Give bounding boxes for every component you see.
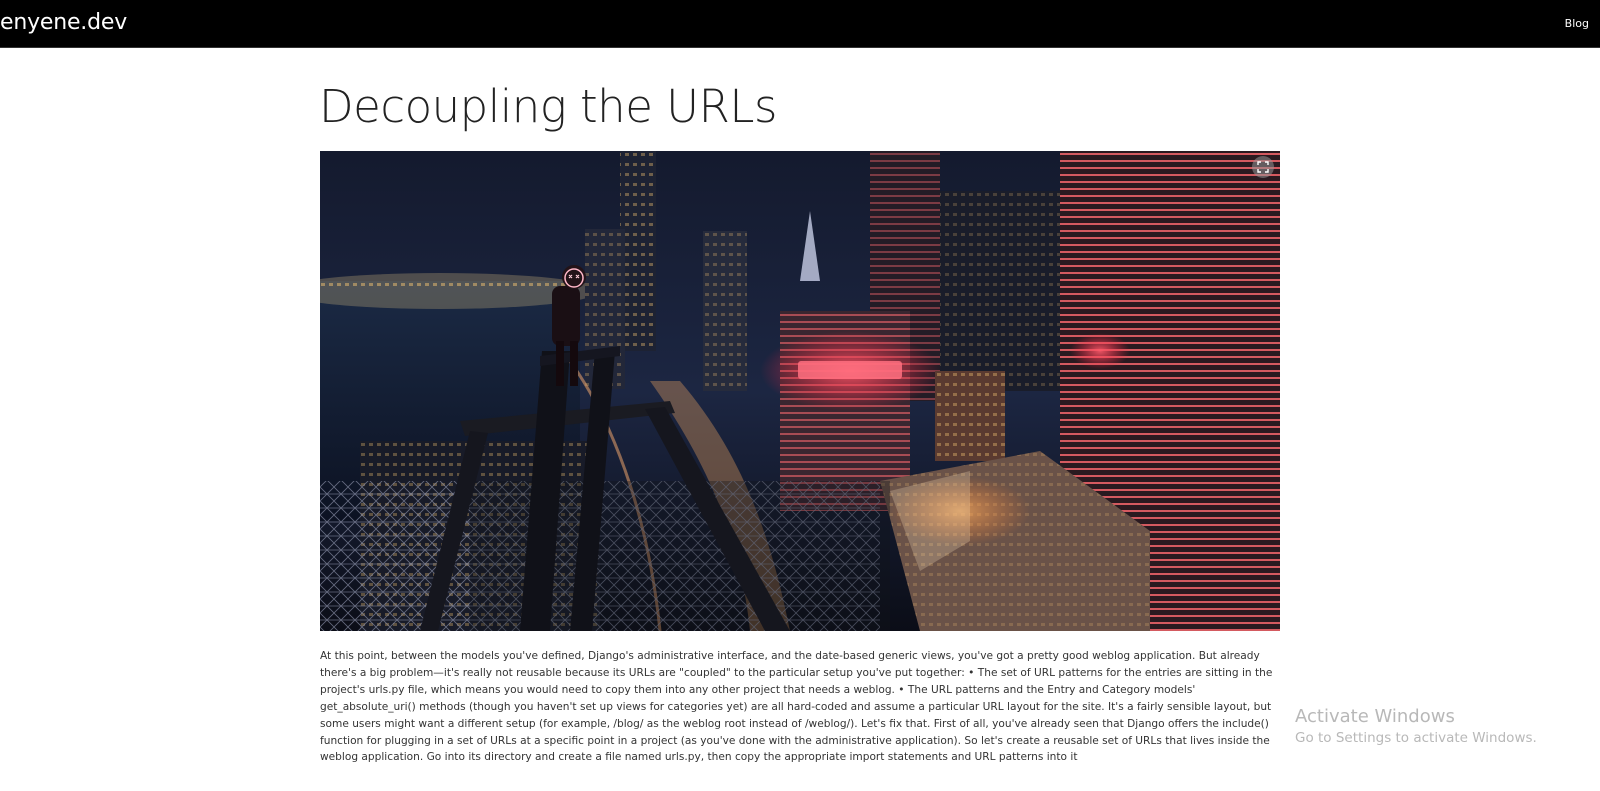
article-body: At this point, between the models you've… (320, 650, 1273, 764)
nav-link-blog[interactable]: Blog (1564, 17, 1589, 30)
hero-image (320, 151, 1280, 631)
watermark-subtitle: Go to Settings to activate Windows. (1295, 730, 1537, 746)
person-figure (552, 265, 586, 386)
top-navbar: enyene.dev Blog (0, 0, 1600, 48)
article-title: Decoupling the URLs (319, 80, 777, 133)
brand-link[interactable]: enyene.dev (0, 10, 128, 35)
watermark-title: Activate Windows (1295, 706, 1455, 727)
hero-image-scene (320, 151, 1280, 631)
expand-icon[interactable] (1252, 156, 1274, 178)
activate-windows-watermark: Activate Windows Go to Settings to activ… (1295, 705, 1537, 747)
